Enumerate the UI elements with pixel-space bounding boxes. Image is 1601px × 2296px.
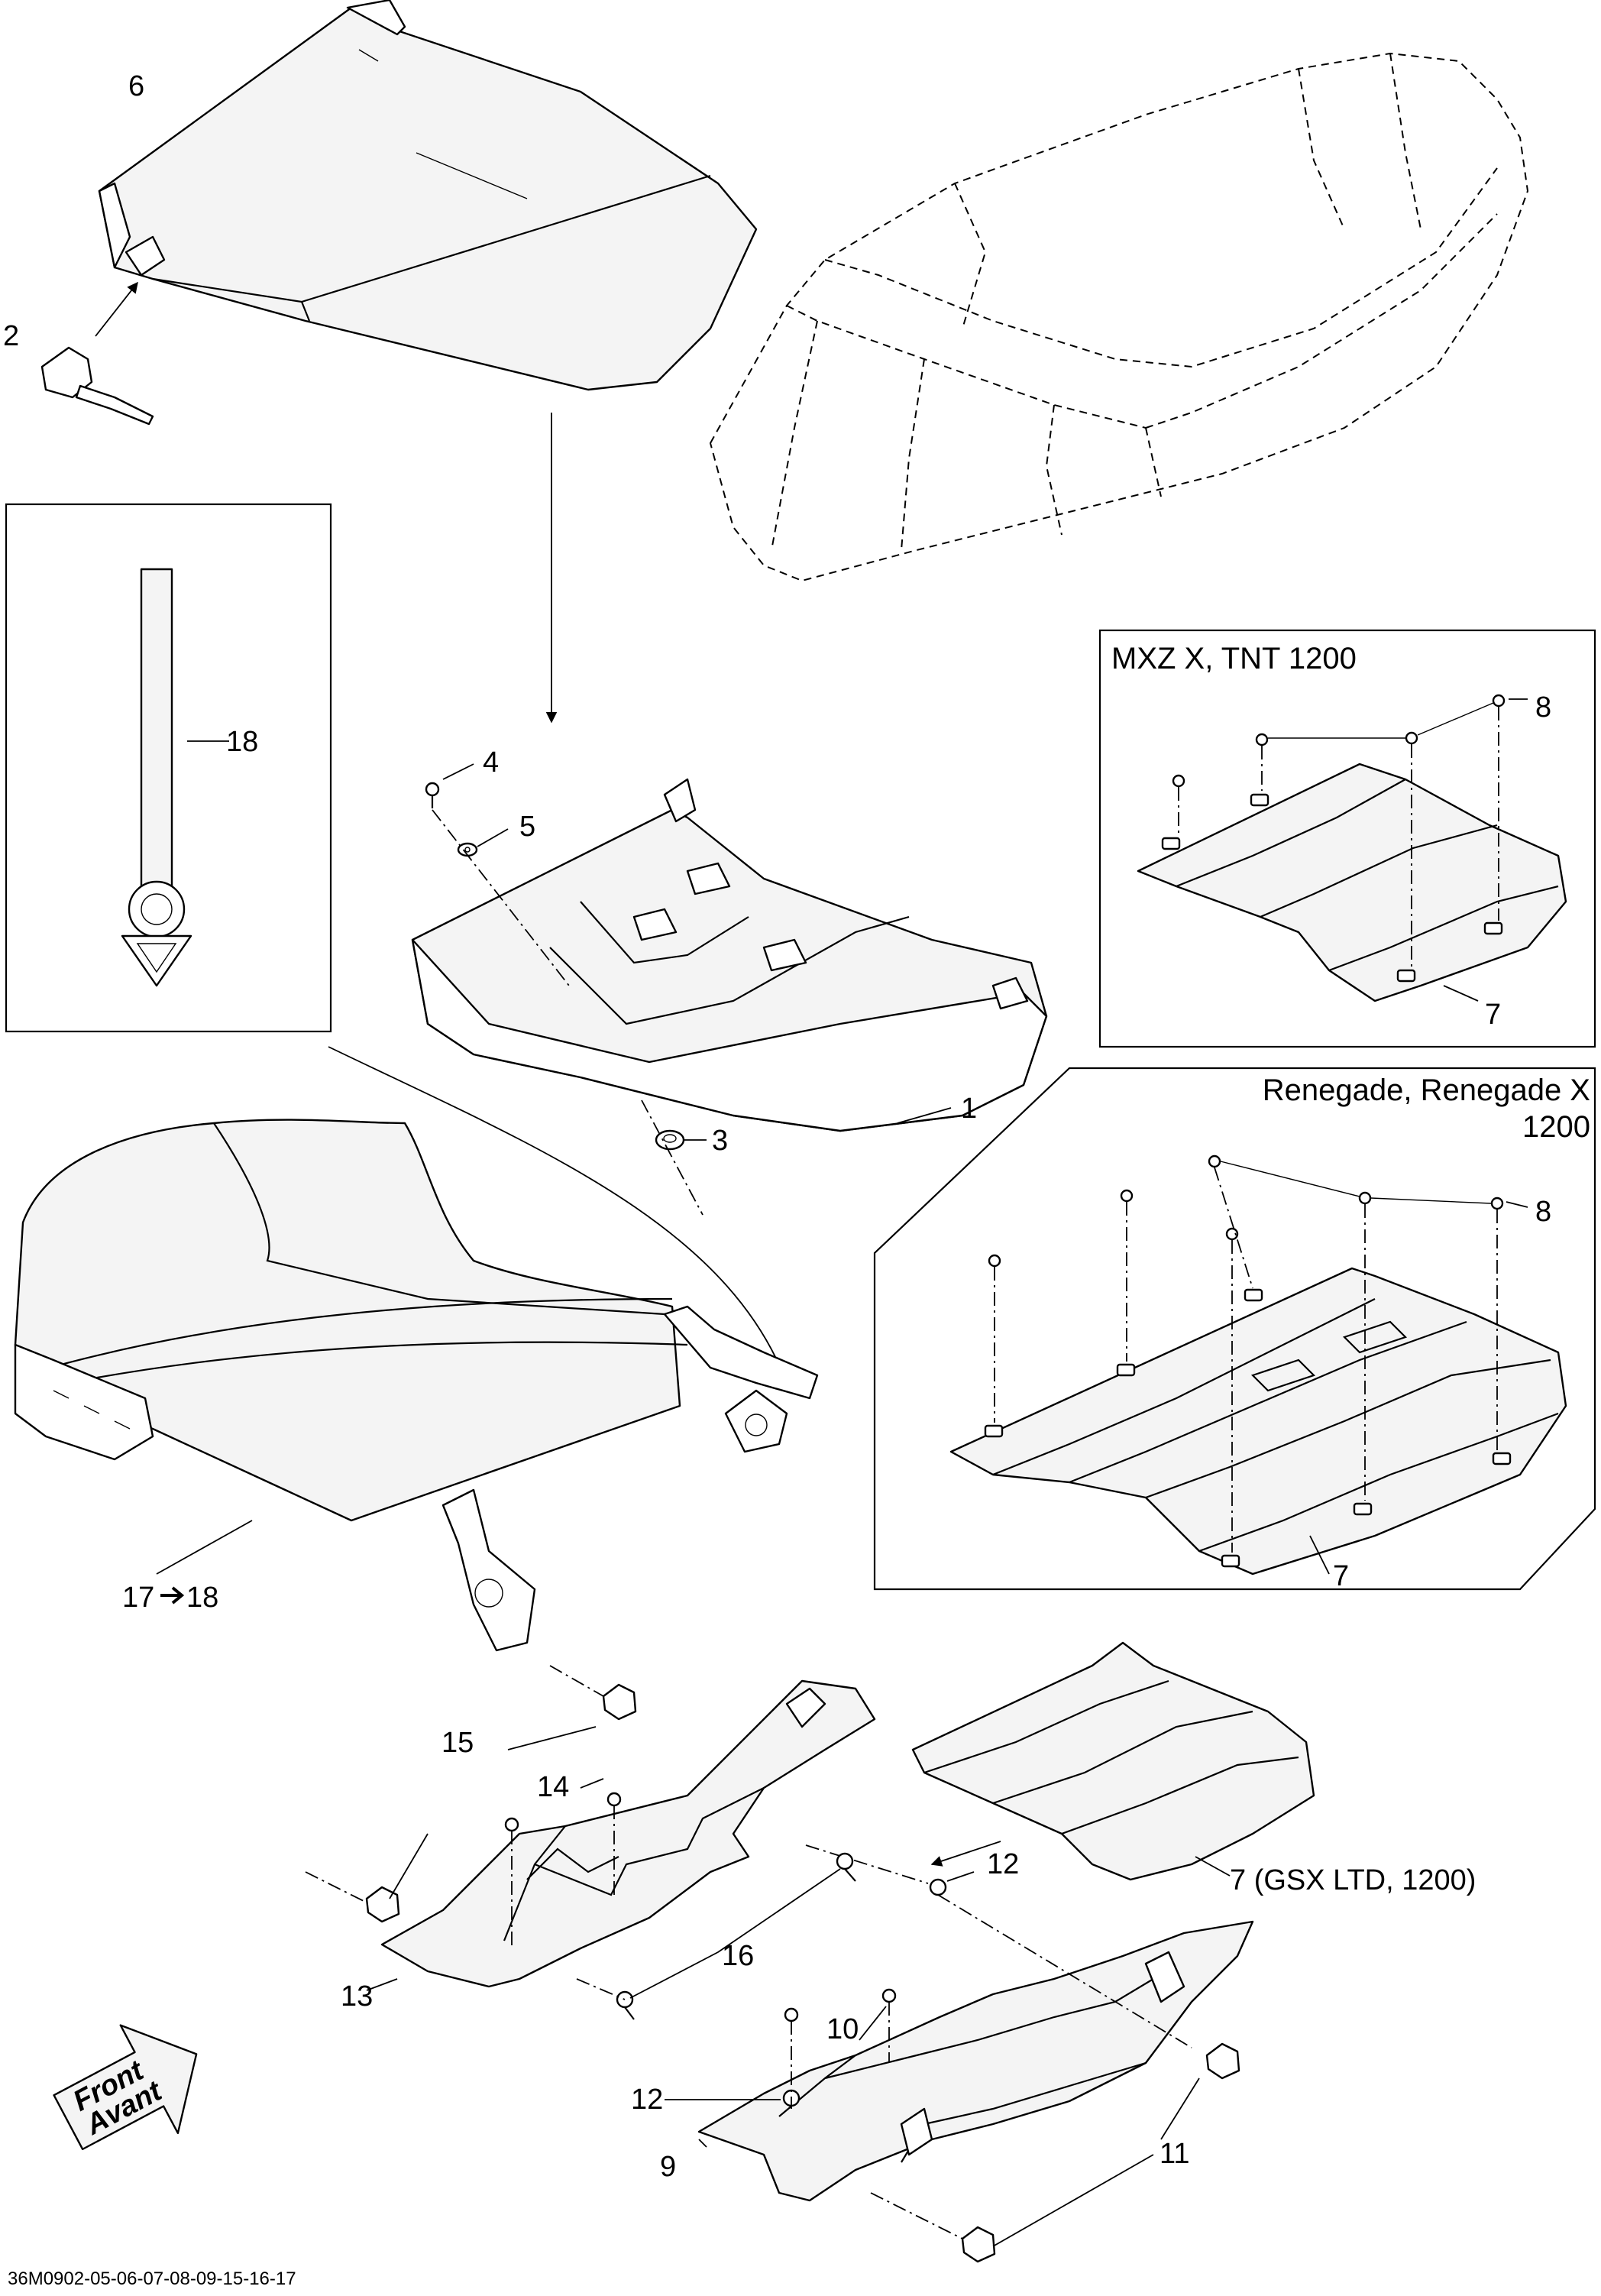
leader-7-renegade <box>1309 1535 1330 1575</box>
callout-17-target: 18 <box>186 1582 218 1614</box>
callout-15: 15 <box>441 1727 474 1759</box>
leader-14 <box>580 1778 604 1789</box>
leader-17 <box>156 1520 253 1575</box>
callout-17-to-18: 17 18 <box>122 1582 218 1614</box>
washer-part-5 <box>457 842 478 857</box>
renegade-box-title-line2: 1200 <box>1522 1110 1590 1144</box>
leader-4 <box>442 763 474 780</box>
callout-17: 17 <box>122 1582 154 1614</box>
callout-10: 10 <box>826 2013 859 2045</box>
fasteners-part-8-mxz <box>1172 694 1506 969</box>
callout-4: 4 <box>483 746 499 779</box>
strap-part-18 <box>121 568 192 987</box>
callout-12-b: 12 <box>631 2084 663 2116</box>
callout-11: 11 <box>1160 2138 1189 2170</box>
callout-2: 2 <box>3 320 19 352</box>
leader-1 <box>897 1107 952 1124</box>
reference-code: 36M0902-05-06-07-08-09-15-16-17 <box>8 2268 296 2289</box>
leader-12-a <box>946 1871 975 1882</box>
front-arrow-icon: Front Avant <box>53 2024 198 2151</box>
callout-8-renegade: 8 <box>1535 1196 1551 1228</box>
leader-13 <box>366 1978 398 1991</box>
mxz-variant-box <box>1098 629 1596 1048</box>
bag-part-17 <box>14 1119 819 1652</box>
gsx-arrow <box>930 1841 1001 1867</box>
renegade-variant-box <box>873 1067 1596 1591</box>
callout-5: 5 <box>519 811 535 843</box>
callout-1: 1 <box>961 1093 977 1125</box>
strap-detail-box <box>5 503 332 1033</box>
callout-13: 13 <box>341 1980 373 2013</box>
callout-18: 18 <box>226 726 258 758</box>
side-panel-part-13 <box>380 1679 876 1988</box>
leader-9 <box>698 2139 707 2148</box>
arrow-right-icon <box>160 1586 185 1605</box>
callout-3: 3 <box>712 1125 728 1157</box>
clip-part-2 <box>40 281 154 426</box>
callout-7-gsx: 7 (GSX LTD, 1200) <box>1230 1864 1476 1896</box>
axis-line-4-5 <box>432 809 570 986</box>
callout-8-mxz: 8 <box>1535 691 1551 724</box>
callout-9: 9 <box>660 2151 676 2183</box>
fasteners-part-8-renegade <box>988 1154 1504 1553</box>
skid-plate-part-7-mxz <box>1137 763 1567 1002</box>
renegade-box-title-line1: Renegade, Renegade X <box>1263 1074 1590 1107</box>
callout-6: 6 <box>128 70 144 102</box>
leader-7-gsx <box>1195 1856 1231 1877</box>
skid-plate-part-7-gsx <box>911 1641 1315 1881</box>
callout-7-mxz: 7 <box>1485 999 1501 1031</box>
callout-12-a: 12 <box>987 1848 1019 1880</box>
callout-16: 16 <box>722 1940 754 1972</box>
leader-11 <box>992 2077 1200 2247</box>
windshield-part-6 <box>98 0 758 391</box>
callout-14: 14 <box>537 1771 569 1803</box>
leader-10 <box>859 2006 887 2041</box>
leader-7-mxz <box>1443 985 1479 1002</box>
leader-8-renegade <box>1506 1201 1528 1208</box>
mxz-box-title: MXZ X, TNT 1200 <box>1111 642 1357 675</box>
leader-16 <box>629 1868 841 1999</box>
axis-line-3 <box>641 1099 703 1216</box>
strap-arrow <box>328 1046 789 1384</box>
grommet-part-3 <box>655 1129 685 1151</box>
screw-part-4 <box>425 782 440 808</box>
skid-plate-part-7-renegade <box>949 1267 1567 1575</box>
seat-phantom <box>709 52 1529 582</box>
leader-15 <box>389 1726 597 1899</box>
callout-7-renegade: 7 <box>1333 1560 1349 1592</box>
console-part-1 <box>411 778 1048 1132</box>
leader-5 <box>477 828 509 847</box>
